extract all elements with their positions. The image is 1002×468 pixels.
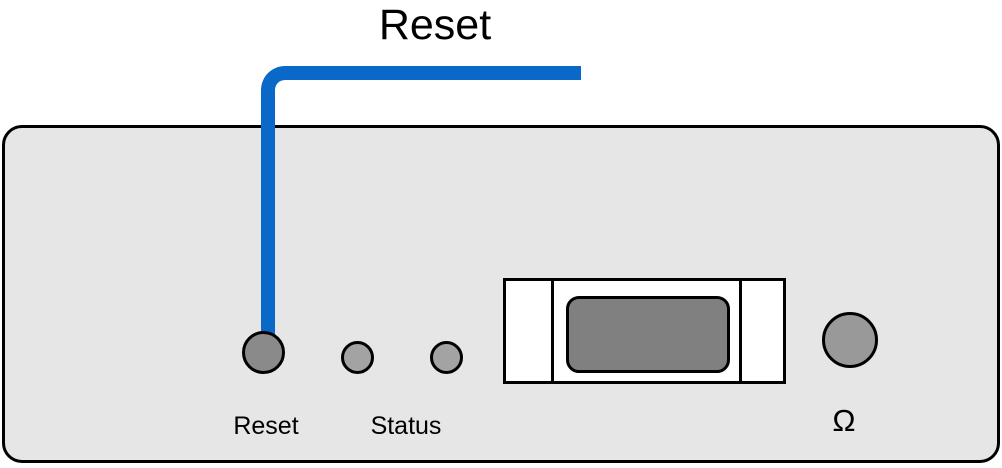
connector-divider-right (739, 281, 742, 381)
reset-button-label: Reset (233, 412, 299, 440)
impedance-label: Ω (832, 403, 856, 438)
connector-divider-left (551, 281, 554, 381)
connector-insert (566, 296, 730, 373)
device-front-panel (2, 125, 1000, 463)
status-led-2 (430, 341, 463, 374)
impedance-button (822, 312, 878, 368)
reset-button (242, 331, 285, 374)
status-led-label: Status (370, 412, 442, 440)
connector-port (503, 278, 786, 384)
callout-title: Reset (378, 1, 492, 49)
status-led-1 (341, 341, 374, 374)
callout-leader-line (261, 66, 581, 348)
